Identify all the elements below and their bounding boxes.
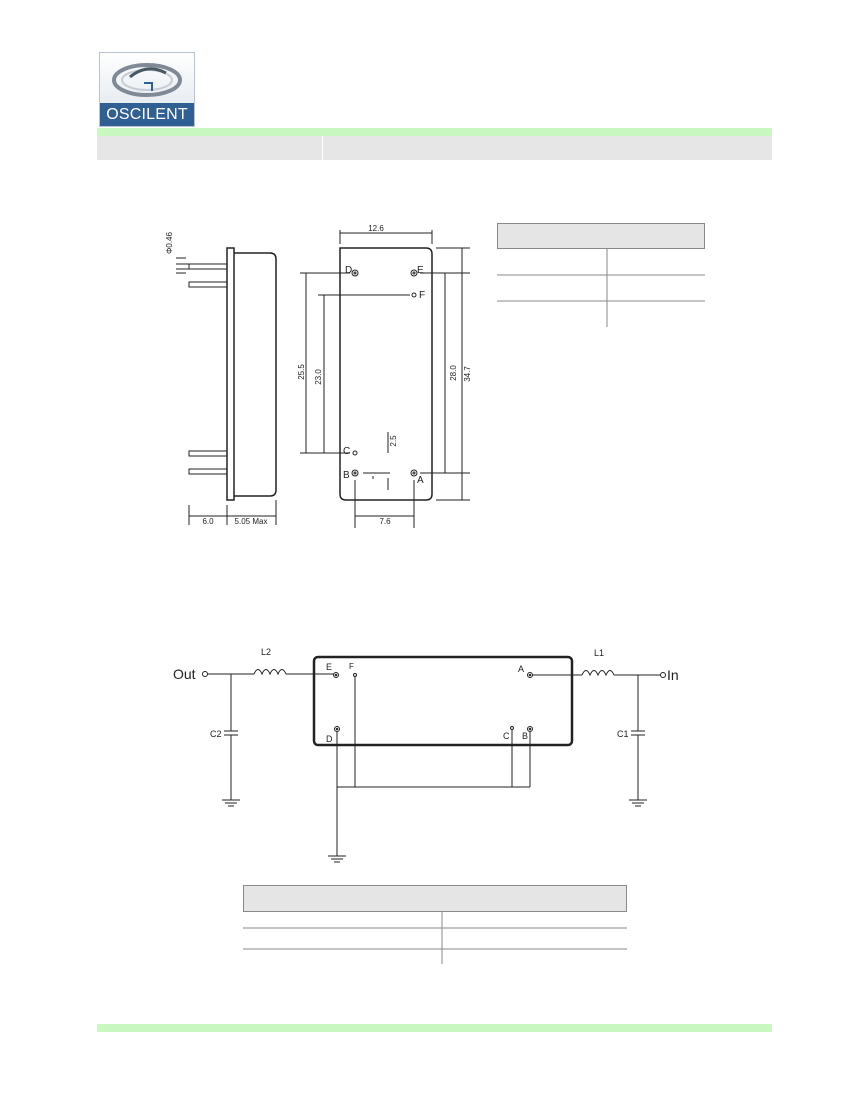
- inductor-l1-label: L1: [594, 648, 604, 658]
- pin-label-e: E: [417, 265, 424, 276]
- dim-25-5: 25.5: [297, 364, 306, 380]
- dim-7-6: 7.6: [379, 517, 391, 526]
- schematic-pin-b: B: [522, 731, 528, 741]
- logo-swoosh-icon: [112, 63, 182, 97]
- schematic-pin-f: F: [349, 662, 354, 671]
- out-label: Out: [173, 666, 196, 682]
- dim-max-height: 5.05 Max: [235, 517, 268, 526]
- schematic-pin-d: D: [326, 734, 333, 744]
- component-table: [243, 912, 627, 964]
- pin-table-header: [497, 223, 705, 249]
- company-logo: OSCILENT: [99, 52, 195, 127]
- pin-label-f: F: [419, 290, 425, 301]
- pin-label-a: A: [417, 475, 424, 486]
- pin-label-c: C: [343, 446, 350, 457]
- pin-label-b: B: [343, 470, 350, 481]
- logo-text: OSCILENT: [100, 103, 194, 126]
- logo-emblem: [100, 53, 194, 103]
- application-schematic: Out In L2 L1 C2 C1 E F A D C B: [173, 647, 679, 863]
- dim-pin-diameter: Φ0.46: [165, 231, 174, 254]
- dim-width-top: 12.6: [368, 224, 384, 233]
- header-title-bar: [97, 136, 772, 160]
- cap-c2-label: C2: [210, 729, 222, 739]
- header-accent-bar: [97, 128, 772, 136]
- header-title-divider: [322, 136, 323, 160]
- dim-34-7: 34.7: [463, 366, 472, 382]
- mechanical-drawing: Φ0.46 12.6 25.5 23.0 2.5 28.0 34.7 6.0 5…: [165, 224, 472, 528]
- schematic-pin-c: C: [503, 731, 510, 741]
- in-label: In: [667, 667, 679, 683]
- cap-c1-label: C1: [617, 729, 629, 739]
- component-table-header: [243, 885, 627, 912]
- schematic-pin-e: E: [326, 662, 332, 672]
- dim-6-0: 6.0: [202, 517, 214, 526]
- dim-28-0: 28.0: [449, 365, 458, 381]
- dim-23-0: 23.0: [314, 369, 323, 385]
- pin-table: [497, 249, 705, 327]
- dim-2-5: 2.5: [389, 435, 398, 447]
- pin-label-d: D: [345, 265, 352, 276]
- inductor-l2-label: L2: [261, 647, 271, 657]
- schematic-pin-a: A: [518, 664, 524, 674]
- footer-accent-bar: [97, 1024, 772, 1032]
